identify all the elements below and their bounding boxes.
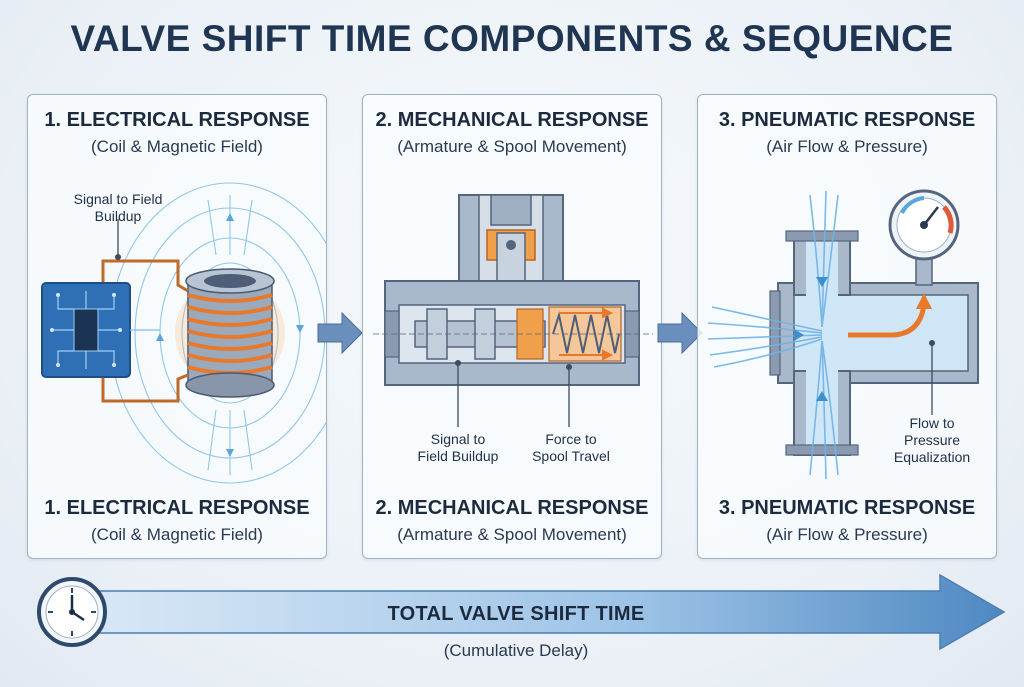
panel-title-top: 1. ELECTRICAL RESPONSE xyxy=(44,109,310,131)
timeline-subtitle: (Cumulative Delay) xyxy=(443,641,589,660)
panel-title-bottom: 3. PNEUMATIC RESPONSE xyxy=(718,497,976,519)
panel-electrical-response: 1. ELECTRICAL RESPONSE (Coil & Magnetic … xyxy=(27,94,327,559)
panel-subtitle-bottom: (Coil & Magnetic Field) xyxy=(91,525,263,544)
pneumatic-flow-illustration xyxy=(707,189,979,480)
total-time-arrow xyxy=(37,573,1006,651)
timeline-title: TOTAL VALVE SHIFT TIME xyxy=(387,603,645,625)
spool-valve-illustration xyxy=(373,194,653,427)
panel-title-bottom: 2. MECHANICAL RESPONSE xyxy=(375,497,649,519)
panel-subtitle-top: (Coil & Magnetic Field) xyxy=(91,137,263,156)
callout-signal-to-field-buildup: Signal to Field Buildup xyxy=(417,431,499,464)
callout-signal-to-field: Signal to Field xyxy=(73,191,163,207)
panel-mechanical-response: 2. MECHANICAL RESPONSE (Armature & Spool… xyxy=(362,94,662,559)
clock-icon xyxy=(37,577,107,647)
callout-flow-to: Flow to xyxy=(909,415,955,431)
panel-title-top: 2. MECHANICAL RESPONSE xyxy=(375,109,649,131)
panel-subtitle-top: (Armature & Spool Movement) xyxy=(397,137,627,156)
panel-title-bottom: 1. ELECTRICAL RESPONSE xyxy=(44,497,310,519)
coil-illustration xyxy=(41,182,326,484)
panel-subtitle-top: (Air Flow & Pressure) xyxy=(766,137,928,156)
sequence-arrow-1 xyxy=(317,311,363,355)
panel-pneumatic-response: 3. PNEUMATIC RESPONSE (Air Flow & Pressu… xyxy=(697,94,997,559)
callout-buildup: Buildup xyxy=(94,208,142,224)
callout-force-to-spool-travel: Force to Spool Travel xyxy=(532,431,610,464)
callout-pressure: Pressure xyxy=(903,432,961,448)
page-title: VALVE SHIFT TIME COMPONENTS & SEQUENCE xyxy=(70,18,954,59)
panel-subtitle-bottom: (Air Flow & Pressure) xyxy=(766,525,928,544)
callout-equalization: Equalization xyxy=(893,449,971,465)
panel-subtitle-bottom: (Armature & Spool Movement) xyxy=(397,525,627,544)
airflow-lines xyxy=(707,190,839,480)
coil-windings xyxy=(187,293,273,375)
panel-title-top: 3. PNEUMATIC RESPONSE xyxy=(718,109,976,131)
sequence-arrow-2 xyxy=(657,311,703,355)
